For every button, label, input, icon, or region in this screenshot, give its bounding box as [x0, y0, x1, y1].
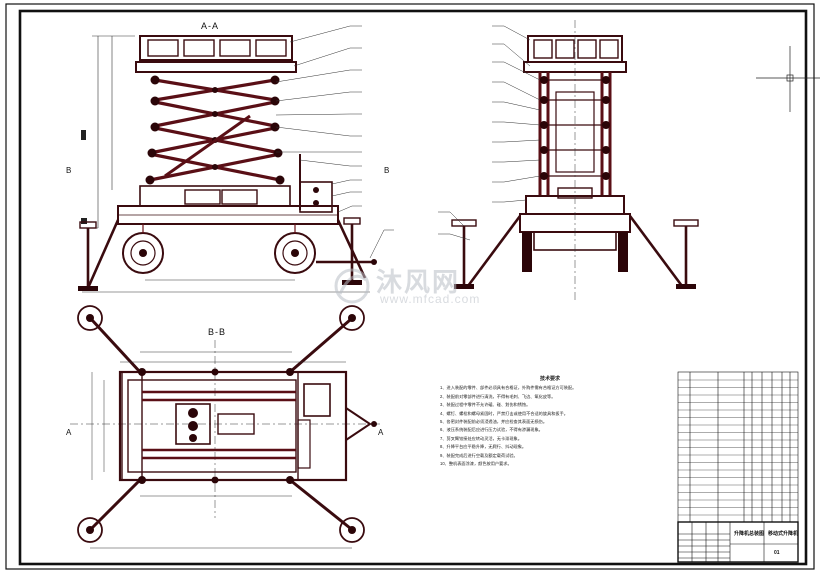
- watermark-brand: 沐风网: [376, 268, 461, 298]
- note-item: 8、升降平台应平稳升降，无爬行、抖动现象。: [440, 444, 527, 450]
- watermark: 沐风网 www.mfcad.com: [330, 262, 510, 310]
- side-elevation-view: [78, 25, 394, 293]
- title-block-sheet-no: 01: [774, 550, 780, 556]
- technical-requirements-title: 技术要求: [539, 376, 560, 382]
- note-item: 7、剪叉臂铰接处应转动灵活，无卡滞现象。: [440, 435, 522, 441]
- title-block-product-name: 升降机总装图: [734, 531, 765, 537]
- front-elevation-view: [438, 20, 699, 300]
- bom-rows: [678, 379, 798, 516]
- outer-frame: [5, 3, 815, 570]
- title-block-drawing-title: 移动式升降机: [768, 531, 799, 537]
- note-item: 3、装配过程中零件不允许磕、碰、划伤和锈蚀。: [440, 402, 531, 408]
- note-item: 6、液压系统装配后应进行压力试验，不得有渗漏现象。: [440, 427, 543, 433]
- note-item: 9、装配完成后进行空载及额定载荷试验。: [440, 452, 518, 458]
- note-item: 5、各密封件装配前必须浸透油，并应检查其表面无损伤。: [440, 419, 548, 425]
- inner-frame: [18, 9, 808, 566]
- title-block: [677, 371, 799, 563]
- note-item: 10、整机表面涂漆，颜色按用户要求。: [440, 461, 512, 467]
- crosshair-mark: [756, 46, 820, 112]
- section-mark-a-left: A: [66, 428, 72, 437]
- watermark-logo: [334, 268, 370, 304]
- note-item: 4、螺钉、螺栓和螺母紧固时，严禁打击或使用不合适的旋具和扳手。: [440, 410, 568, 416]
- section-mark-b-left: B: [66, 166, 72, 175]
- section-aa-label: A-A: [201, 21, 220, 31]
- plan-view: [70, 305, 380, 549]
- section-bb-label: B-B: [208, 327, 227, 337]
- section-mark-a-right: A: [378, 428, 384, 437]
- note-item: 2、装配前对零部件进行清洗，不得有毛刺、飞边、氧化皮等。: [440, 393, 556, 399]
- note-item: 1、进入装配的零件、部件必须具有合格证，外购件需有合格证方可装配。: [440, 385, 577, 391]
- section-mark-b-right: B: [384, 166, 390, 175]
- technical-requirements: 技术要求 1、进入装配的零件、部件必须具有合格证，外购件需有合格证方可装配。 2…: [440, 375, 660, 468]
- watermark-url: www.mfcad.com: [380, 292, 481, 306]
